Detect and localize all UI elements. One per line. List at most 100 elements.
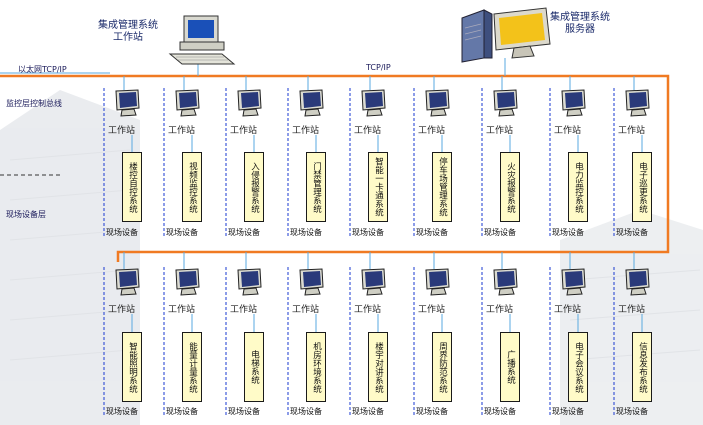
field-device-label: 现场设备 xyxy=(166,407,198,416)
subsystem-box: 电力监控系统 xyxy=(568,152,588,222)
subsystem-box: 信息发布系统 xyxy=(632,332,652,402)
workstation-label: 工作站 xyxy=(354,126,382,136)
subsystem-box: 电梯系统 xyxy=(244,332,264,402)
subsystem-box: 周界防范系统 xyxy=(432,332,452,402)
subsystem-box: 视频监控系统 xyxy=(182,152,202,222)
workstation-monitor-icon xyxy=(622,88,652,118)
field-device-label: 现场设备 xyxy=(290,407,322,416)
workstation-label: 工作站 xyxy=(418,305,446,315)
workstation-label: 工作站 xyxy=(108,126,136,136)
workstation-label: 工作站 xyxy=(230,305,258,315)
workstation-monitor-icon xyxy=(234,267,264,297)
workstation-monitor-icon xyxy=(358,267,388,297)
subsystem-label: 智能照明系统 xyxy=(127,341,138,393)
subsystem-label: 机房环境系统 xyxy=(311,341,322,393)
subsystem-box: 电子巡更系统 xyxy=(632,152,652,222)
workstation-monitor-icon xyxy=(296,88,326,118)
workstation-monitor-icon xyxy=(622,267,652,297)
workstation-label: 工作站 xyxy=(108,305,136,315)
field-device-label: 现场设备 xyxy=(106,407,138,416)
subsystem-label: 电力监控系统 xyxy=(573,161,584,213)
workstation-label: 工作站 xyxy=(486,305,514,315)
connection-wires xyxy=(103,58,643,416)
subsystem-label: 楼控自控系统 xyxy=(127,161,138,213)
subsystem-box: 智能一卡通系统 xyxy=(368,152,388,222)
subsystem-label: 火灾报警系统 xyxy=(505,161,516,213)
subsystem-label: 周界防范系统 xyxy=(437,341,448,393)
tcpip-label: TCP/IP xyxy=(366,63,391,72)
subsystem-label: 楼宇对讲系统 xyxy=(373,341,384,393)
field-device-label: 现场设备 xyxy=(290,228,322,237)
workstation-label: 工作站 xyxy=(554,305,582,315)
field-device-label: 现场设备 xyxy=(228,228,260,237)
subsystem-label: 智能一卡通系统 xyxy=(373,157,384,217)
subsystem-box: 楼控自控系统 xyxy=(122,152,142,222)
field-device-label: 现场设备 xyxy=(484,228,516,237)
workstation-label: 工作站 xyxy=(618,305,646,315)
monitor-bus-label: 监控层控制总线 xyxy=(6,99,62,108)
workstation-monitor-icon xyxy=(234,88,264,118)
subsystem-label: 信息发布系统 xyxy=(637,341,648,393)
field-device-label: 现场设备 xyxy=(352,228,384,237)
workstation-monitor-icon xyxy=(422,267,452,297)
subsystem-label: 门禁管理系统 xyxy=(311,161,322,213)
subsystem-label: 能量计量系统 xyxy=(187,341,198,393)
subsystem-box: 机房环境系统 xyxy=(306,332,326,402)
workstation-label: 工作站 xyxy=(292,305,320,315)
field-device-label: 现场设备 xyxy=(616,228,648,237)
field-device-label: 现场设备 xyxy=(352,407,384,416)
workstation-label: 工作站 xyxy=(418,126,446,136)
subsystem-label: 电子巡更系统 xyxy=(637,161,648,213)
workstation-monitor-icon xyxy=(112,267,142,297)
subsystem-box: 智能照明系统 xyxy=(122,332,142,402)
subsystem-box: 广播系统 xyxy=(500,332,520,402)
subsystem-box: 停车场管理系统 xyxy=(432,152,452,222)
workstation-label: 工作站 xyxy=(618,126,646,136)
workstation-label: 工作站 xyxy=(168,305,196,315)
workstation-label: 工作站 xyxy=(486,126,514,136)
workstation-monitor-icon xyxy=(558,267,588,297)
workstation-label: 工作站 xyxy=(554,126,582,136)
subsystem-box: 门禁管理系统 xyxy=(306,152,326,222)
subsystem-label: 视频监控系统 xyxy=(187,161,198,213)
field-layer-label: 现场设备层 xyxy=(6,210,46,219)
subsystem-label: 入侵报警系统 xyxy=(249,161,260,213)
workstation-label: 工作站 xyxy=(168,126,196,136)
subsystem-label: 广播系统 xyxy=(505,350,516,384)
subsystem-box: 电子会议系统 xyxy=(568,332,588,402)
orange-bus xyxy=(0,74,670,262)
field-device-label: 现场设备 xyxy=(416,228,448,237)
mgmt-workstation-icon xyxy=(168,15,236,65)
field-device-label: 现场设备 xyxy=(228,407,260,416)
workstation-monitor-icon xyxy=(358,88,388,118)
subsystem-box: 能量计量系统 xyxy=(182,332,202,402)
workstation-monitor-icon xyxy=(112,88,142,118)
field-device-label: 现场设备 xyxy=(552,407,584,416)
building-background xyxy=(0,90,703,425)
workstation-label: 工作站 xyxy=(230,126,258,136)
mgmt-server-icon xyxy=(461,7,551,63)
subsystem-label: 电子会议系统 xyxy=(573,341,584,393)
field-device-label: 现场设备 xyxy=(416,407,448,416)
ethernet-label: 以太网TCP/IP xyxy=(18,65,67,74)
workstation-monitor-icon xyxy=(558,88,588,118)
workstation-monitor-icon xyxy=(490,88,520,118)
workstation-monitor-icon xyxy=(172,88,202,118)
workstation-monitor-icon xyxy=(490,267,520,297)
field-device-label: 现场设备 xyxy=(484,407,516,416)
workstation-monitor-icon xyxy=(296,267,326,297)
subsystem-box: 入侵报警系统 xyxy=(244,152,264,222)
field-device-label: 现场设备 xyxy=(552,228,584,237)
subsystem-box: 楼宇对讲系统 xyxy=(368,332,388,402)
field-device-label: 现场设备 xyxy=(166,228,198,237)
workstation-monitor-icon xyxy=(422,88,452,118)
workstation-label: 工作站 xyxy=(354,305,382,315)
field-device-label: 现场设备 xyxy=(106,228,138,237)
mgmt-server-label: 集成管理系统 服务器 xyxy=(550,12,610,35)
workstation-label: 工作站 xyxy=(292,126,320,136)
subsystem-box: 火灾报警系统 xyxy=(500,152,520,222)
subsystem-label: 停车场管理系统 xyxy=(437,157,448,217)
mgmt-workstation-label: 集成管理系统 工作站 xyxy=(98,20,158,43)
field-device-label: 现场设备 xyxy=(616,407,648,416)
workstation-monitor-icon xyxy=(172,267,202,297)
